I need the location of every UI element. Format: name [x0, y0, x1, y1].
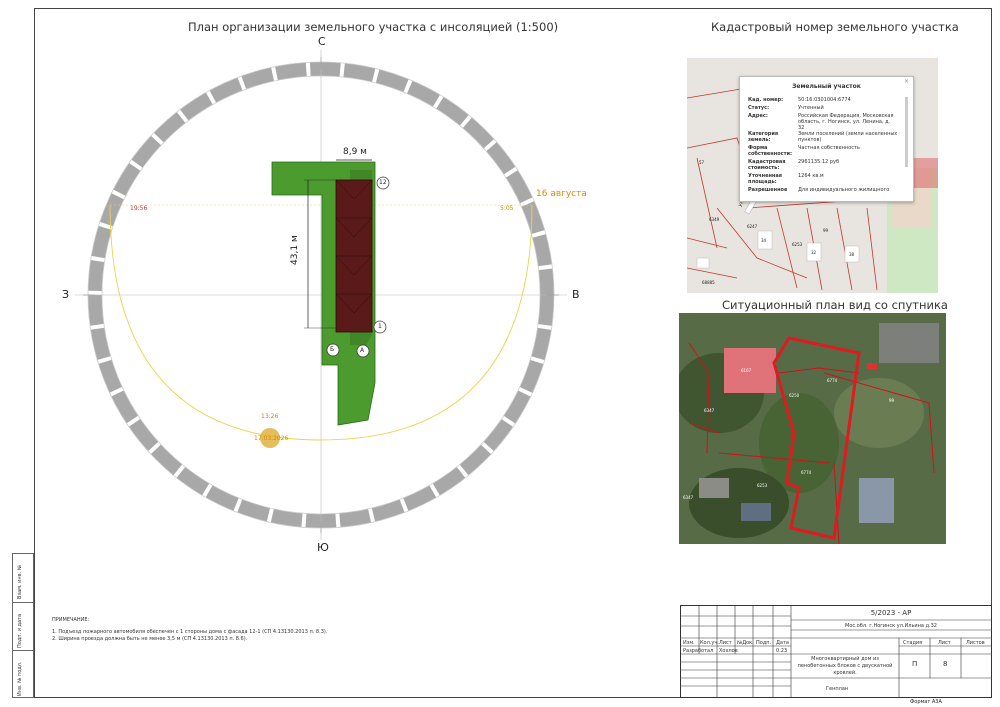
- sat-label: 6253: [757, 483, 768, 488]
- sunset-time: 19:56: [130, 205, 148, 212]
- project-address: Мос.обл. г.Ногинск ул.Ильина д.32: [845, 623, 937, 629]
- col-kol: Кол.уч.: [700, 640, 719, 646]
- developer-date: 0.23: [776, 648, 788, 654]
- col-podp: Подп.: [756, 640, 772, 646]
- cadastre-title: Кадастровый номер земельного участка: [711, 20, 959, 34]
- sun-icon: [260, 428, 280, 448]
- site-plan-title: План организации земельного участка с ин…: [188, 20, 559, 34]
- lot-label: 6349: [709, 217, 720, 222]
- side-stamp-replace-label: Взам. инв. №: [17, 565, 23, 599]
- marker-12-circle: [376, 176, 390, 190]
- lot-label: 32: [811, 250, 817, 255]
- insolation-diagram: [75, 50, 567, 540]
- developer-role: Разработал: [683, 648, 714, 654]
- sat-label: 6250: [789, 393, 800, 398]
- parcel-info-popup: Земельный участок × Кад. номер:50:16:030…: [739, 76, 914, 202]
- col-list: Лист: [719, 640, 732, 646]
- satellite-map: 6167 6774 6250 6347 6253 6774 99 6347: [679, 313, 946, 544]
- project-name: Многоквартирный дом из пенобетонных блок…: [797, 656, 893, 676]
- popup-row: Кадастровая стоимость:2961135.12 руб: [748, 159, 840, 171]
- sun-path: [109, 204, 533, 441]
- marker-1: 1: [378, 323, 382, 330]
- west-label: З: [62, 288, 70, 301]
- popup-row: Статус:Учтенный: [748, 105, 824, 111]
- lot-label: 99: [823, 228, 829, 233]
- lot-label: 6253: [792, 242, 803, 247]
- popup-row: Кад. номер:50:16:0301004:6774: [748, 97, 851, 103]
- notes-line-2: 2. Ширина проезда должна быть не менее 3…: [52, 636, 248, 642]
- notes-line-1: 1. Подъезд пожарного автомобиля обеспече…: [52, 629, 328, 635]
- north-label: С: [318, 35, 326, 48]
- sun-label: 17.03.2026: [254, 435, 289, 442]
- sat-label: 6347: [683, 495, 694, 500]
- popup-scrollbar[interactable]: [905, 97, 908, 167]
- plot-boundary: [772, 336, 861, 540]
- stage-value: П: [912, 660, 918, 668]
- col-data: Дата: [776, 640, 789, 646]
- marker-12: 12: [379, 179, 387, 186]
- side-stamp-sign-label: Подп. и дата: [17, 613, 23, 648]
- popup-title: Земельный участок: [792, 83, 861, 90]
- project-code: 5/2023 - АР: [870, 609, 912, 617]
- width-dimension: 8,9 м: [343, 147, 367, 157]
- popup-row: Адрес:Российская Федерация, Московская о…: [748, 113, 894, 131]
- paper-format: Формат А3А: [910, 699, 942, 705]
- popup-row: Форма собственности:Частная собственност…: [748, 145, 860, 157]
- marker-a-circle: [356, 344, 370, 358]
- east-label: В: [572, 288, 580, 301]
- sat-label: 99: [889, 398, 895, 403]
- sunrise-time: 5:05: [500, 205, 514, 212]
- lot-label: 6247: [747, 224, 758, 229]
- popup-row: Уточненная площадь:1264 кв.м: [748, 173, 824, 185]
- marker-b-circle: [326, 343, 340, 357]
- col-stage: Стадия: [903, 640, 923, 646]
- col-izm: Изм.: [683, 640, 695, 646]
- col-doc: №Док.: [737, 640, 754, 646]
- lot-label: 38: [849, 252, 855, 257]
- developer-name: Хохлов: [719, 648, 738, 654]
- sat-label: 6347: [704, 408, 715, 413]
- south-label: Ю: [317, 541, 329, 554]
- sat-label: 6774: [827, 378, 838, 383]
- marker-b: Б: [330, 346, 335, 353]
- side-stamp: Взам. инв. № Подп. и дата Инв. № подл.: [12, 553, 34, 698]
- date-label: 16 августа: [536, 189, 587, 199]
- sheet-name: Генплан: [826, 686, 849, 692]
- popup-row: Категория земель:Земли поселений (земли …: [748, 131, 898, 143]
- noon-time: 13:26: [261, 413, 279, 420]
- notes-heading: ПРИМЕЧАНИЕ:: [52, 617, 90, 623]
- side-stamp-inv-label: Инв. № подл.: [17, 661, 23, 697]
- length-dimension: 43,1 м: [290, 235, 300, 265]
- sat-label: 6167: [741, 368, 752, 373]
- sheet-value: 8: [943, 660, 948, 668]
- notes-block: ПРИМЕЧАНИЕ: 1. Подъезд пожарного автомоб…: [52, 617, 327, 643]
- marker-a: А: [360, 347, 365, 354]
- title-block: 5/2023 - АР Мос.обл. г.Ногинск ул.Ильина…: [680, 605, 992, 698]
- col-sheets: Листов: [966, 640, 985, 646]
- close-icon[interactable]: ×: [903, 78, 909, 85]
- col-sheet: Лист: [938, 640, 951, 646]
- satellite-title: Ситуационный план вид со спутника: [722, 298, 948, 312]
- lot-label: 34: [761, 238, 767, 243]
- lot-label: 57: [699, 160, 705, 165]
- lot-label: 68885: [702, 280, 715, 285]
- drawing-frame: [34, 8, 992, 698]
- marker-1-circle: [373, 320, 387, 334]
- sat-label: 6774: [801, 470, 812, 475]
